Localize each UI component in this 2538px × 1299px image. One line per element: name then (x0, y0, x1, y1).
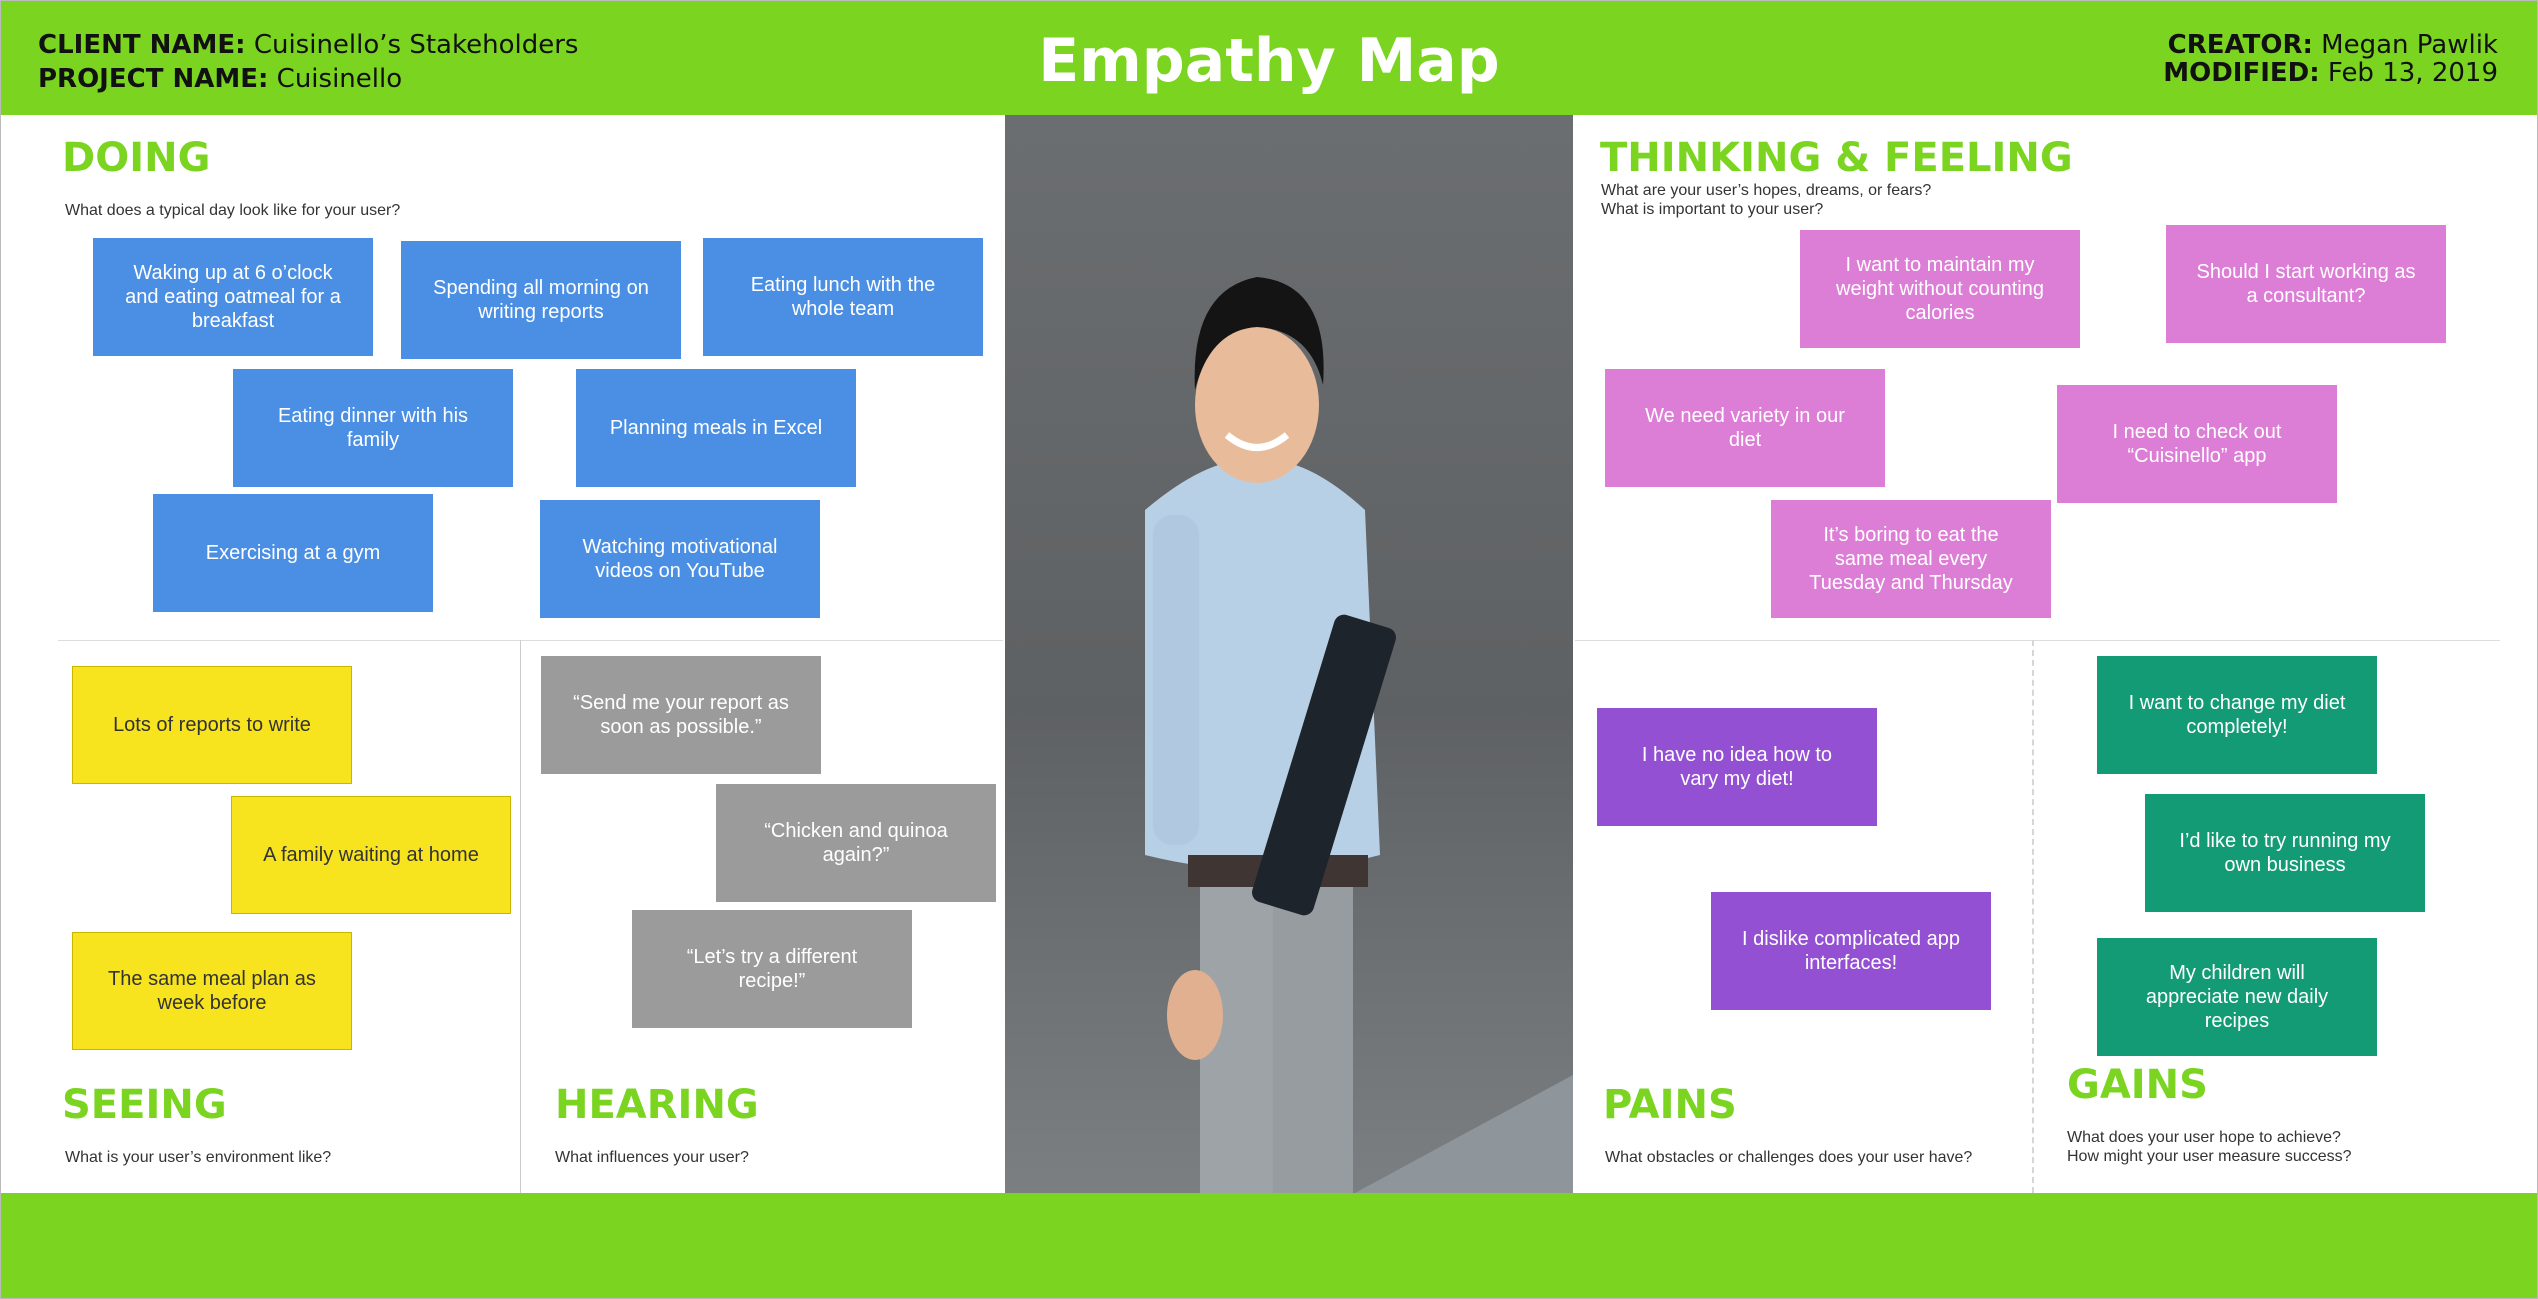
thinking-note[interactable]: We need variety in our diet (1605, 369, 1885, 487)
gains-note[interactable]: I want to change my diet completely! (2097, 656, 2377, 774)
doing-question: What does a typical day look like for yo… (65, 202, 401, 219)
hearing-note[interactable]: “Chicken and quinoa again?” (716, 784, 996, 902)
doing-note[interactable]: Watching motivational videos on YouTube (540, 500, 820, 618)
thinking-title: THINKING & FEELING (1600, 135, 2073, 181)
seeing-hearing-divider (520, 640, 521, 1193)
modified-date: MODIFIED: Feb 13, 2019 (2163, 58, 2498, 88)
thinking-note[interactable]: Should I start working as a consultant? (2166, 225, 2446, 343)
right-divider (1575, 640, 2500, 641)
gains-note[interactable]: I’d like to try running my own business (2145, 794, 2425, 912)
user-photo (1005, 115, 1573, 1193)
seeing-note[interactable]: The same meal plan as week before (72, 932, 352, 1050)
doing-title: DOING (62, 135, 211, 181)
page-title: Empathy Map (1038, 26, 1500, 96)
client-name: CLIENT NAME: Cuisinello’s Stakeholders (38, 30, 579, 60)
gains-question-2: How might your user measure success? (2067, 1148, 2352, 1165)
header-bar (0, 0, 2538, 115)
thinking-question-1: What are your user’s hopes, dreams, or f… (1601, 182, 1932, 199)
thinking-note[interactable]: I need to check out “Cuisinello” app (2057, 385, 2337, 503)
gains-title: GAINS (2067, 1062, 2208, 1108)
pains-question: What obstacles or challenges does your u… (1605, 1149, 1973, 1166)
thinking-note[interactable]: It’s boring to eat the same meal every T… (1771, 500, 2051, 618)
gains-note[interactable]: My children will appreciate new daily re… (2097, 938, 2377, 1056)
seeing-title: SEEING (62, 1082, 227, 1128)
pains-gains-divider (2032, 640, 2034, 1193)
thinking-question-2: What is important to your user? (1601, 201, 1824, 218)
seeing-note[interactable]: Lots of reports to write (72, 666, 352, 784)
creator: CREATOR: Megan Pawlik (2167, 30, 2498, 60)
doing-note[interactable]: Waking up at 6 o’clock and eating oatmea… (93, 238, 373, 356)
hearing-title: HEARING (555, 1082, 759, 1128)
seeing-note[interactable]: A family waiting at home (231, 796, 511, 914)
person-illustration (1145, 277, 1573, 1193)
pains-note[interactable]: I have no idea how to vary my diet! (1597, 708, 1877, 826)
doing-note[interactable]: Spending all morning on writing reports (401, 241, 681, 359)
doing-note[interactable]: Eating lunch with the whole team (703, 238, 983, 356)
doing-note[interactable]: Planning meals in Excel (576, 369, 856, 487)
gains-question-1: What does your user hope to achieve? (2067, 1129, 2341, 1146)
hearing-note[interactable]: “Send me your report as soon as possible… (541, 656, 821, 774)
project-name: PROJECT NAME: Cuisinello (38, 64, 403, 94)
doing-note[interactable]: Eating dinner with his family (233, 369, 513, 487)
thinking-note[interactable]: I want to maintain my weight without cou… (1800, 230, 2080, 348)
hearing-question: What influences your user? (555, 1149, 749, 1166)
pains-title: PAINS (1603, 1082, 1737, 1128)
left-divider (58, 640, 1003, 641)
doing-note[interactable]: Exercising at a gym (153, 494, 433, 612)
hearing-note[interactable]: “Let’s try a different recipe!” (632, 910, 912, 1028)
seeing-question: What is your user’s environment like? (65, 1149, 332, 1166)
footer-bar (0, 1193, 2538, 1299)
pains-note[interactable]: I dislike complicated app interfaces! (1711, 892, 1991, 1010)
